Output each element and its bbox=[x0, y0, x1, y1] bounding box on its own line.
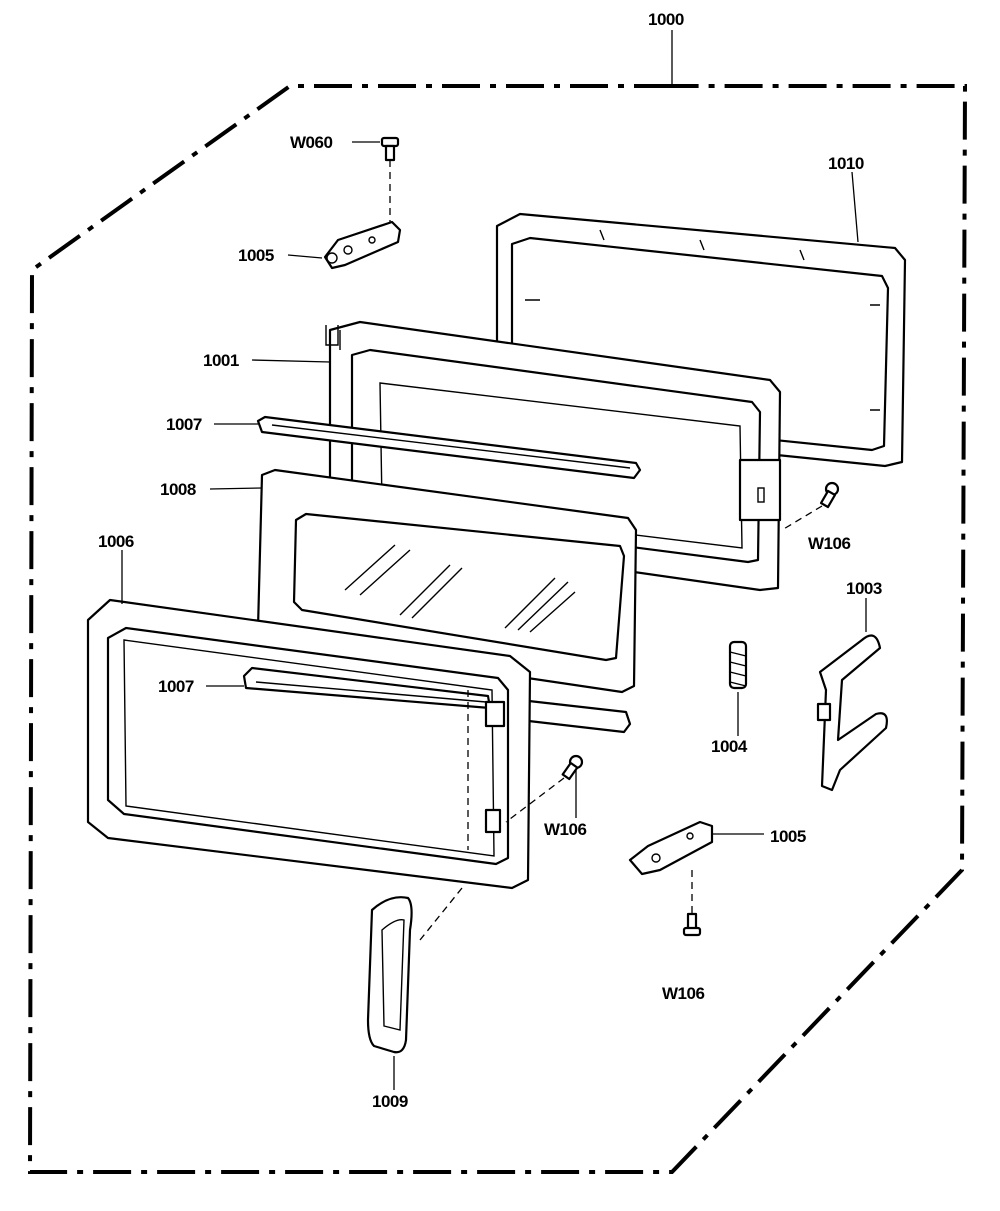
screw-mid bbox=[505, 754, 584, 823]
label-handle: 1009 bbox=[372, 1092, 408, 1111]
door-front bbox=[86, 598, 532, 890]
screw-top bbox=[380, 136, 400, 222]
label-screw-right: W106 bbox=[808, 534, 850, 553]
leader-lines bbox=[121, 141, 867, 1090]
label-glass-panel: 1008 bbox=[160, 480, 196, 499]
label-hinge-top: 1005 bbox=[238, 246, 274, 265]
label-choke-strip-front: 1007 bbox=[158, 677, 194, 696]
hinge-bottom bbox=[628, 820, 714, 876]
label-spring: 1004 bbox=[711, 737, 748, 756]
part-labels: 1000 W060 1005 1010 1001 1007 1008 1006 … bbox=[98, 10, 882, 1111]
choke-strip-front bbox=[518, 698, 632, 734]
label-hinge-bottom: 1005 bbox=[770, 827, 806, 846]
label-assembly: 1000 bbox=[648, 10, 684, 29]
assembly-boundary bbox=[27, 30, 968, 1174]
label-door-front: 1006 bbox=[98, 532, 134, 551]
label-choke-strip-top: 1007 bbox=[166, 415, 202, 434]
handle bbox=[366, 896, 413, 1054]
choke-strip-top bbox=[256, 415, 642, 480]
spring bbox=[728, 640, 748, 690]
label-door-frame: 1001 bbox=[203, 351, 239, 370]
screw-right bbox=[781, 481, 840, 531]
label-screw-bottom: W106 bbox=[662, 984, 704, 1003]
latch bbox=[816, 634, 888, 792]
label-screw-top: W060 bbox=[290, 133, 332, 152]
hinge-top bbox=[323, 220, 402, 270]
label-choke-frame: 1010 bbox=[828, 154, 864, 173]
label-screw-mid: W106 bbox=[544, 820, 586, 839]
screw-bottom bbox=[682, 870, 702, 937]
label-latch: 1003 bbox=[846, 579, 882, 598]
